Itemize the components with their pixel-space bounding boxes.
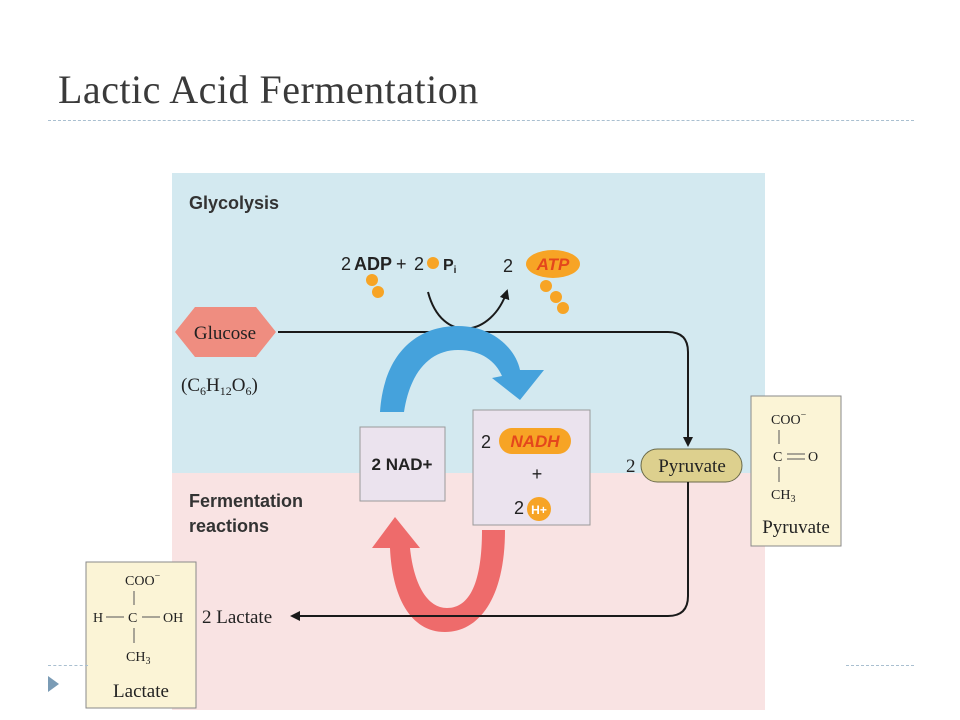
glycolysis-region bbox=[172, 173, 765, 473]
glycolysis-label: Glycolysis bbox=[189, 193, 279, 213]
slide-title: Lactic Acid Fermentation bbox=[58, 67, 479, 112]
atp-phosphate-icon bbox=[550, 291, 562, 303]
pyruvate-struct-coo: COO− bbox=[771, 410, 807, 428]
pi-label: Pi bbox=[443, 257, 457, 276]
fermentation-region bbox=[172, 473, 765, 710]
footer-divider-left bbox=[48, 665, 88, 666]
lactate-structure-box bbox=[85, 561, 197, 709]
nad-regeneration-arrow bbox=[372, 517, 505, 632]
atp-phosphate-icon bbox=[540, 280, 552, 292]
pi-coefficient: 2 bbox=[414, 254, 424, 274]
lactate-struct-c: C bbox=[128, 611, 137, 626]
lactate-struct-oh: OH bbox=[163, 611, 183, 626]
atp-badge bbox=[526, 250, 580, 278]
nad-reduction-arrow bbox=[380, 326, 544, 412]
glucose-hexagon bbox=[175, 307, 276, 357]
pyruvate-struct-c: C bbox=[773, 450, 782, 465]
slide-bullet-icon bbox=[48, 676, 59, 692]
lactate-struct-h: H bbox=[93, 611, 103, 626]
plus-sign-nadh: + bbox=[532, 464, 543, 484]
lactate-label: 2 Lactate bbox=[202, 607, 272, 628]
proton-label: H+ bbox=[531, 503, 547, 517]
pyruvate-struct-o: O bbox=[808, 450, 818, 465]
plus-sign-adp: + bbox=[396, 254, 407, 274]
glucose-formula: (C6H12O6) bbox=[181, 375, 258, 398]
pyruvate-oval bbox=[640, 448, 743, 483]
fermentation-label-line1: Fermentation bbox=[189, 491, 303, 511]
pyruvate-struct-ch3: CH3 bbox=[771, 488, 795, 505]
nadh-badge bbox=[499, 428, 571, 454]
phosphate-dot bbox=[427, 257, 439, 269]
nad-box bbox=[359, 426, 446, 502]
atp-coefficient: 2 bbox=[503, 256, 513, 276]
glucose-label: Glucose bbox=[194, 323, 256, 344]
glucose-to-pyruvate-arrow bbox=[278, 331, 693, 447]
nad-label: 2 NAD+ bbox=[372, 455, 433, 474]
adp-phosphate-icon bbox=[366, 274, 378, 286]
adp-label: ADP bbox=[354, 254, 392, 274]
pyruvate-structure-box bbox=[750, 395, 842, 547]
atp-label: ATP bbox=[536, 255, 570, 274]
pyruvate-coefficient: 2 bbox=[626, 456, 636, 477]
fermentation-label-line2: reactions bbox=[189, 516, 269, 536]
footer-divider-right bbox=[846, 665, 914, 666]
lactate-struct-name: Lactate bbox=[113, 681, 169, 702]
lactate-struct-coo: COO− bbox=[125, 571, 161, 589]
adp-coefficient: 2 bbox=[341, 254, 351, 274]
nadh-label: NADH bbox=[510, 432, 560, 451]
pyruvate-to-lactate-arrow bbox=[290, 482, 689, 621]
pyruvate-label: Pyruvate bbox=[658, 456, 726, 477]
title-divider bbox=[48, 120, 914, 121]
h-coefficient: 2 bbox=[514, 498, 524, 518]
atp-phosphate-icon bbox=[557, 302, 569, 314]
pyruvate-struct-name: Pyruvate bbox=[762, 517, 830, 538]
adp-phosphate-icon bbox=[372, 286, 384, 298]
nadh-coefficient: 2 bbox=[481, 432, 491, 452]
proton-badge bbox=[527, 497, 551, 521]
lactate-struct-ch3: CH3 bbox=[126, 650, 150, 667]
